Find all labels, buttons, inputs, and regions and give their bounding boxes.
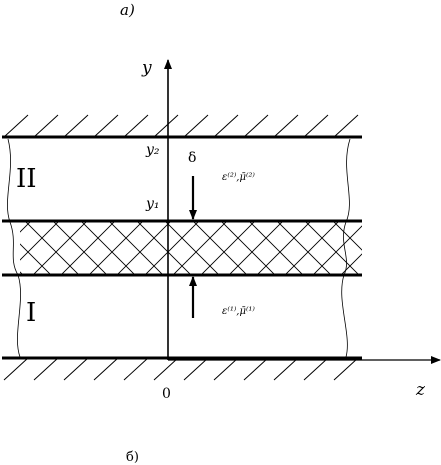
panel-label-bottom: б) xyxy=(126,450,139,465)
gap-delta-label: δ xyxy=(188,150,197,166)
panel-label-top: а) xyxy=(120,1,135,19)
z-axis-label: z xyxy=(416,380,425,400)
region-label-upper: II xyxy=(16,164,37,194)
boundary-label-upper: y₂ xyxy=(146,142,160,158)
right-break-line xyxy=(341,138,351,358)
y-axis-label: y xyxy=(142,58,152,78)
medium-params-upper: ε⁽²⁾,μ̄⁽²⁾ xyxy=(222,172,255,183)
origin-label: 0 xyxy=(162,386,171,402)
boundary-label-lower: y₁ xyxy=(146,196,160,212)
top-wall-hatching xyxy=(3,114,359,138)
medium-params-lower: ε⁽¹⁾,μ̄⁽¹⁾ xyxy=(222,306,255,317)
bottom-wall-hatching xyxy=(3,357,359,381)
left-break-line xyxy=(7,138,21,358)
crosshatched-layer xyxy=(20,221,362,275)
region-label-lower: I xyxy=(26,298,37,328)
